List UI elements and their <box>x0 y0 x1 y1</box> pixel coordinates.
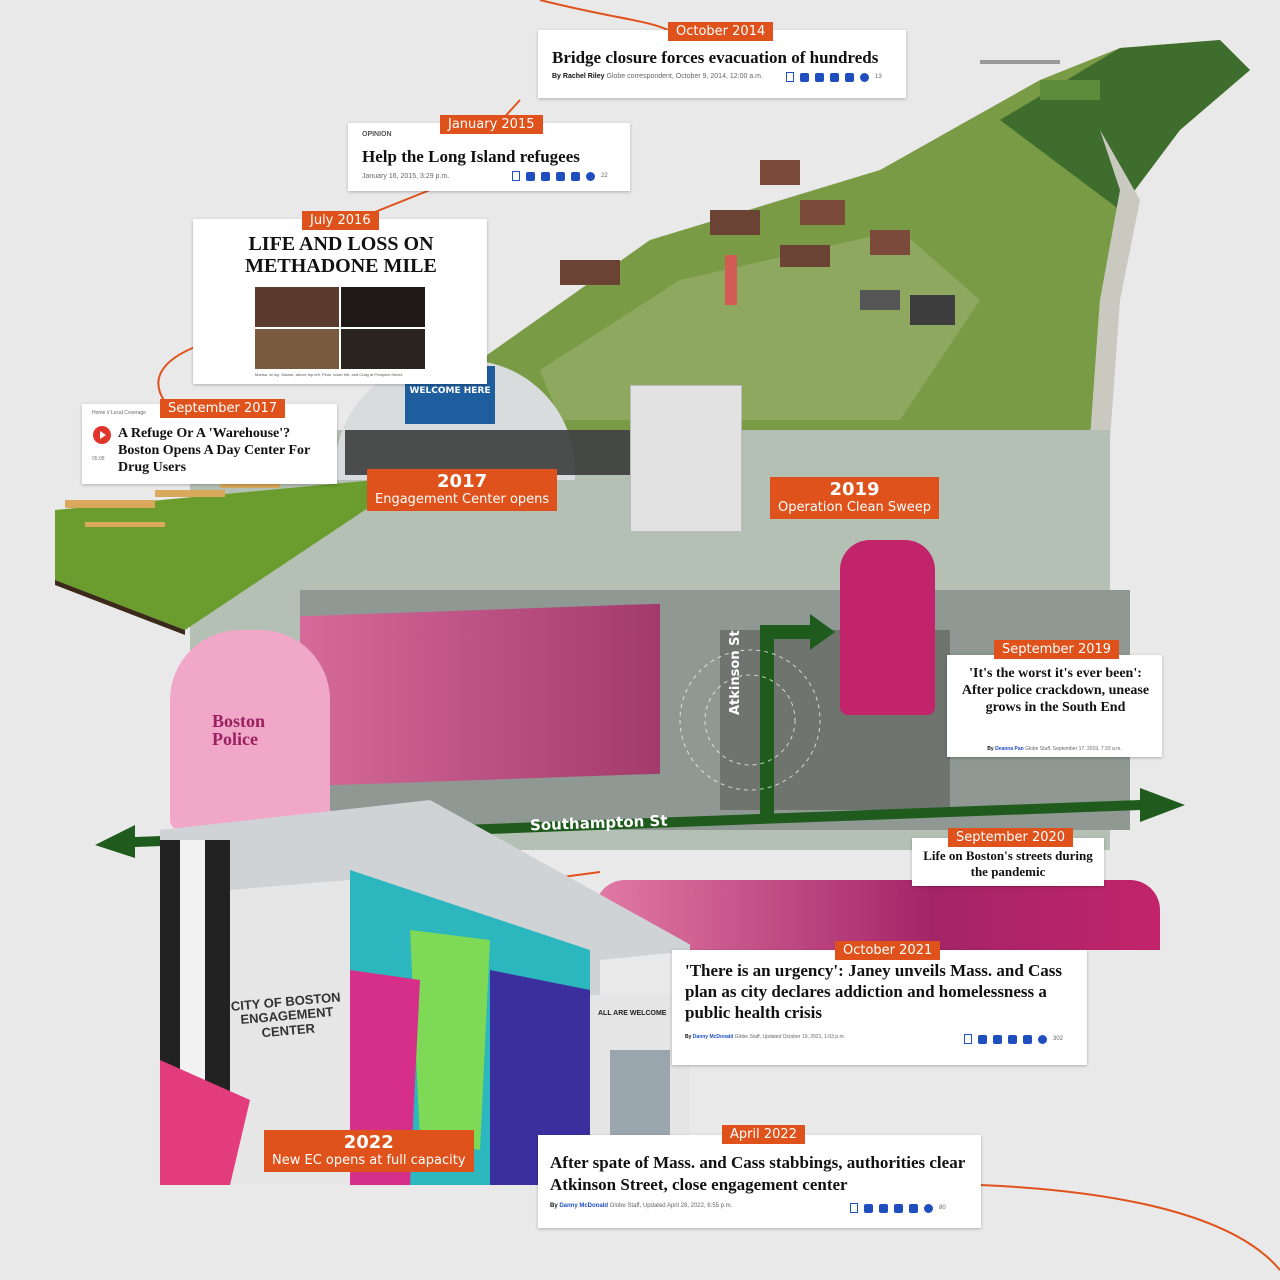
fence <box>345 430 645 475</box>
section-label: OPINION <box>362 131 392 138</box>
article-card-jan-2015[interactable]: OPINION Help the Long Island refugees Ja… <box>348 123 630 191</box>
comment-icon[interactable] <box>586 171 595 181</box>
comment-icon[interactable] <box>860 72 869 82</box>
email-icon[interactable] <box>864 1203 873 1213</box>
headline: 'It's the worst it's ever been': After p… <box>961 666 1150 716</box>
article-card-apr-2022[interactable]: After spate of Mass. and Cass stabbings,… <box>538 1135 981 1228</box>
article-tools: 22 <box>512 171 608 181</box>
headline: LIFE AND LOSS ON METHADONE MILE <box>245 233 437 278</box>
headline: Bridge closure forces evacuation of hund… <box>552 48 879 67</box>
twitter-icon[interactable] <box>1008 1034 1017 1044</box>
headline: Life on Boston's streets during the pand… <box>923 848 1093 879</box>
bookmark-icon[interactable] <box>850 1203 858 1213</box>
article-card-sep-2017[interactable]: Home // Local Coverage 05:08 A Refuge Or… <box>82 404 337 484</box>
long-island-aerial <box>480 40 1250 440</box>
date-tag-oct-2014: October 2014 <box>668 22 774 41</box>
facebook-icon[interactable] <box>993 1034 1002 1044</box>
byline: January 16, 2015, 3:29 p.m. <box>362 173 450 180</box>
print-icon[interactable] <box>1023 1034 1032 1044</box>
byline: By Danny McDonald Globe Staff, Updated O… <box>685 1034 846 1040</box>
email-icon[interactable] <box>978 1034 987 1044</box>
headline: 'There is an urgency': Janey unveils Mas… <box>685 961 1063 1023</box>
picnic-area <box>55 468 395 635</box>
byline: By Danny McDonald Globe Staff, Updated A… <box>550 1203 733 1209</box>
article-tools: 13 <box>786 72 882 82</box>
play-icon[interactable] <box>93 426 111 444</box>
print-icon[interactable] <box>571 171 580 181</box>
date-tag-oct-2021: October 2021 <box>835 941 941 960</box>
facebook-icon[interactable] <box>879 1203 888 1213</box>
engagement-center-building <box>160 800 690 1185</box>
breadcrumb: Home // Local Coverage <box>92 410 146 416</box>
date-tag-sep-2019: September 2019 <box>994 640 1120 659</box>
twitter-icon[interactable] <box>830 72 839 82</box>
photo-caption: Marisa, at top, Moose, above top left, P… <box>255 372 404 377</box>
headline: A Refuge Or A 'Warehouse'? Boston Opens … <box>118 426 310 475</box>
police-officer <box>170 630 330 830</box>
bookmark-icon[interactable] <box>512 171 520 181</box>
twitter-icon[interactable] <box>556 171 565 181</box>
byline: By Rachel Riley Globe correspondent, Oct… <box>552 73 763 80</box>
facebook-icon[interactable] <box>541 171 550 181</box>
comment-icon[interactable] <box>1038 1034 1047 1044</box>
headline: Help the Long Island refugees <box>362 147 580 166</box>
email-icon[interactable] <box>526 171 535 181</box>
jacket-text: Boston Police <box>212 711 266 749</box>
bookmark-icon[interactable] <box>964 1034 972 1044</box>
facebook-icon[interactable] <box>815 72 824 82</box>
date-tag-jan-2015: January 2015 <box>440 115 543 134</box>
atkinson-st-label: Atkinson St <box>728 630 743 715</box>
sweeping-worker <box>840 540 935 715</box>
bookmark-icon[interactable] <box>786 72 794 82</box>
email-icon[interactable] <box>800 72 809 82</box>
article-tools: 302 <box>964 1034 1063 1044</box>
headline: After spate of Mass. and Cass stabbings,… <box>550 1153 965 1195</box>
planter <box>630 385 742 532</box>
pandemic-tents-photo <box>595 880 1160 950</box>
date-tag-sep-2017: September 2017 <box>160 399 286 418</box>
comment-icon[interactable] <box>924 1203 933 1213</box>
print-icon[interactable] <box>845 72 854 82</box>
date-tag-apr-2022: April 2022 <box>722 1125 805 1144</box>
print-icon[interactable] <box>909 1203 918 1213</box>
article-tools: 80 <box>850 1203 946 1213</box>
methadone-photo-grid <box>255 287 425 369</box>
date-tag-sep-2020: September 2020 <box>948 828 1074 847</box>
twitter-icon[interactable] <box>894 1203 903 1213</box>
audio-duration: 05:08 <box>92 456 105 462</box>
article-card-oct-2021[interactable]: 'There is an urgency': Janey unveils Mas… <box>672 950 1087 1065</box>
byline: By Deanna Pan Globe Staff, September 17,… <box>987 746 1122 752</box>
article-card-oct-2014[interactable]: Bridge closure forces evacuation of hund… <box>538 30 906 98</box>
article-card-sep-2019[interactable]: 'It's the worst it's ever been': After p… <box>947 655 1162 757</box>
date-tag-jul-2016: July 2016 <box>302 211 379 230</box>
street-map <box>95 614 1185 858</box>
article-card-jul-2016[interactable]: LIFE AND LOSS ON METHADONE MILE Marisa, … <box>193 219 487 384</box>
door-sign: ALL ARE WELCOME <box>598 1010 667 1017</box>
